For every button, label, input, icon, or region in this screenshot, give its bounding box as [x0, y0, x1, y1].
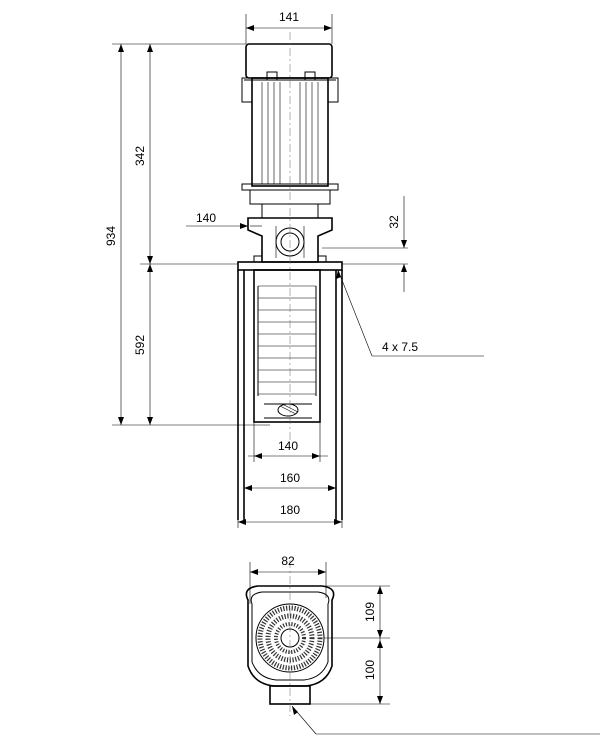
bottom-view — [245, 560, 335, 716]
dim-pump-height: 592 — [133, 264, 153, 425]
dim-body-width: 140 — [248, 422, 328, 462]
dim-flange-width-label: 160 — [280, 471, 300, 485]
dim-overall-height: 934 — [104, 44, 124, 425]
dim-hole-spec: 4 x 7.5 — [336, 269, 484, 357]
motor-fins — [261, 82, 319, 184]
dim-motor-height-label: 342 — [133, 146, 147, 166]
dim-motor-width: 141 — [245, 10, 333, 44]
dim-bottom-lower: 100 — [310, 638, 390, 705]
dim-bottom-upper: 109 — [322, 585, 390, 639]
dim-flange-width: 160 — [243, 420, 337, 492]
dim-bottom-upper-label: 109 — [363, 602, 377, 622]
pump-stages — [258, 285, 316, 395]
pump-body — [253, 269, 321, 423]
bottom-leader — [291, 705, 600, 735]
dim-pump-height-label: 592 — [133, 335, 147, 355]
dim-base-width: 180 — [237, 503, 343, 528]
dim-inlet-width: 82 — [249, 554, 327, 604]
dim-overall-height-label: 934 — [104, 226, 118, 246]
dim-inlet-width-label: 82 — [281, 554, 295, 568]
dim-port-offset: 140 — [186, 211, 262, 229]
dim-port-height-label: 32 — [387, 215, 401, 229]
dim-port-offset-label: 140 — [196, 211, 216, 225]
dim-bottom-lower-label: 100 — [363, 660, 377, 680]
inlet-strainer — [264, 403, 312, 419]
dim-motor-width-label: 141 — [279, 10, 299, 24]
dim-hole-spec-label: 4 x 7.5 — [382, 340, 418, 354]
dim-body-width-label: 140 — [278, 439, 298, 453]
dim-motor-height: 342 — [133, 44, 153, 264]
dim-base-width-label: 180 — [280, 503, 300, 517]
dim-port-height: 32 — [322, 196, 408, 292]
motor — [241, 43, 339, 191]
